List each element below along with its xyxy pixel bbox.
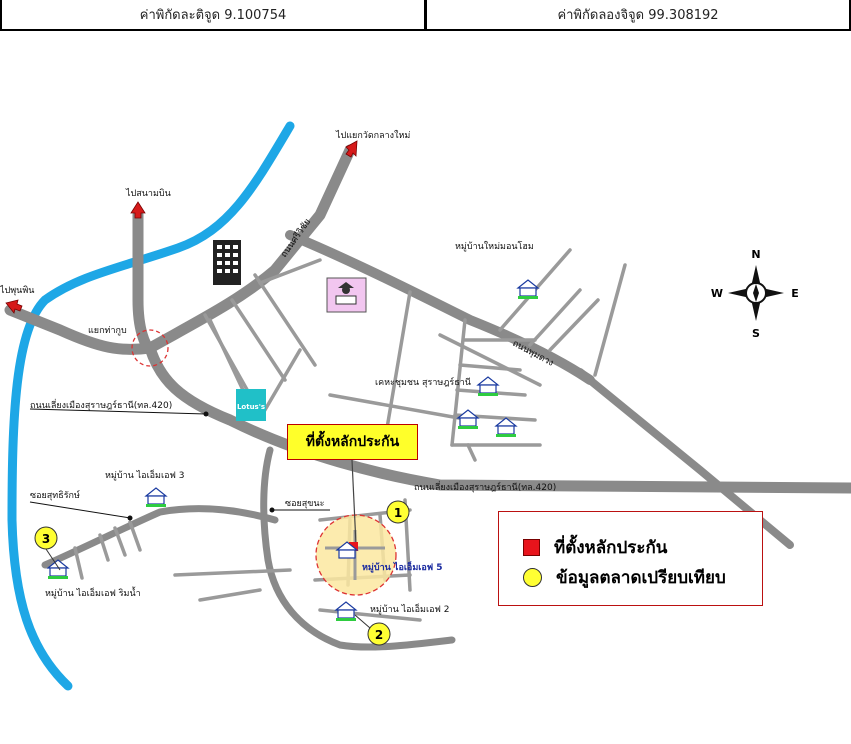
coordinate-header: ค่าพิกัดละติจูด 9.100754 ค่าพิกัดลองจิจู… bbox=[0, 0, 851, 31]
label-mai-mon-home: หมู่บ้านใหม่มอนโฮม bbox=[455, 241, 534, 252]
building-icon bbox=[213, 240, 241, 285]
label-community: เคหะชุมชน สุราษฎร์ธานี bbox=[375, 376, 471, 388]
junction-circle bbox=[131, 329, 169, 367]
market-icon bbox=[326, 277, 367, 313]
road-phun-phin bbox=[4, 304, 156, 355]
latitude-cell: ค่าพิกัดละติจูด 9.100754 bbox=[139, 8, 287, 23]
lotus-store-icon bbox=[236, 389, 266, 421]
compass-e: E bbox=[791, 287, 799, 300]
label-to-airport: ไปสนามบิน bbox=[125, 188, 171, 199]
marker-2 bbox=[367, 622, 391, 646]
comparable-markers: 1 2 3 bbox=[34, 500, 410, 646]
soi-left-road bbox=[41, 505, 279, 569]
lotus-label: Lotus's bbox=[237, 403, 265, 411]
label-soi-mid: ซอยสุขนะ bbox=[285, 499, 325, 509]
label-to-wat-klang-mai: ไปแยกวัดกลางใหม่ bbox=[335, 130, 410, 141]
road-north-sriwichai bbox=[144, 144, 356, 354]
marker-1 bbox=[386, 500, 410, 524]
label-soi-left: ซอยสุทธิรักษ์ bbox=[30, 489, 80, 501]
compass-w: W bbox=[711, 287, 723, 300]
label-to-phun-phin: ไปพุนพิน bbox=[0, 285, 34, 296]
legend-row-collateral: ที่ตั้งหลักประกัน bbox=[523, 534, 667, 561]
longitude-cell: ค่าพิกัดลองจิจูด 99.308192 bbox=[424, 0, 849, 29]
marker-1-label: 1 bbox=[394, 506, 402, 520]
arrow-north-wat bbox=[345, 140, 358, 158]
label-moo-ban-2: หมู่บ้าน ไอเอ็มเอฟ 2 bbox=[370, 602, 449, 615]
label-bypass-left: ถนนเลี่ยงเมืองสุราษฎร์ธานี(ทล.420) bbox=[30, 398, 172, 411]
label-moo-ban-5: หมู่บ้าน ไอเอ็มเอฟ 5 bbox=[362, 560, 443, 573]
compass-n: N bbox=[751, 248, 760, 261]
road-sriwichai-east bbox=[285, 230, 595, 385]
legend-circle-icon bbox=[523, 568, 542, 587]
callout-pointer bbox=[351, 459, 357, 546]
legend-square-icon bbox=[523, 539, 540, 556]
arrow-west-phun-phin bbox=[5, 299, 23, 314]
soi-mid-road bbox=[260, 446, 456, 651]
road-to-airport bbox=[132, 209, 156, 356]
label-bypass-right: ถนนเลี่ยงเมืองสุราษฎร์ธานี(ทล.420) bbox=[414, 480, 556, 493]
house-icons bbox=[46, 279, 540, 621]
label-moo-ban-3: หมู่บ้าน ไอเอ็มเอฟ 3 bbox=[105, 468, 184, 481]
marker-3-label: 3 bbox=[42, 532, 50, 546]
marker-2-label: 2 bbox=[375, 628, 383, 642]
compass-s: S bbox=[752, 327, 760, 340]
label-yaek-tha-kup: แยกท่ากูบ bbox=[88, 326, 127, 336]
collateral-callout: ที่ตั้งหลักประกัน bbox=[287, 424, 418, 460]
legend-collateral-label: ที่ตั้งหลักประกัน bbox=[554, 538, 668, 558]
compass-rose bbox=[728, 265, 784, 321]
label-moo-ban-riverside: หมู่บ้าน ไอเอ็มเอฟ ริมน้ำ bbox=[45, 586, 141, 599]
legend-comparable-label: ข้อมูลตลาดเปรียบเทียบ bbox=[556, 568, 726, 588]
legend-row-comparable: ข้อมูลตลาดเปรียบเทียบ bbox=[523, 564, 726, 591]
map-legend: ที่ตั้งหลักประกัน ข้อมูลตลาดเปรียบเทียบ bbox=[498, 511, 763, 606]
river bbox=[7, 121, 295, 691]
bypass-road bbox=[144, 342, 851, 494]
arrow-up-airport bbox=[130, 201, 146, 219]
